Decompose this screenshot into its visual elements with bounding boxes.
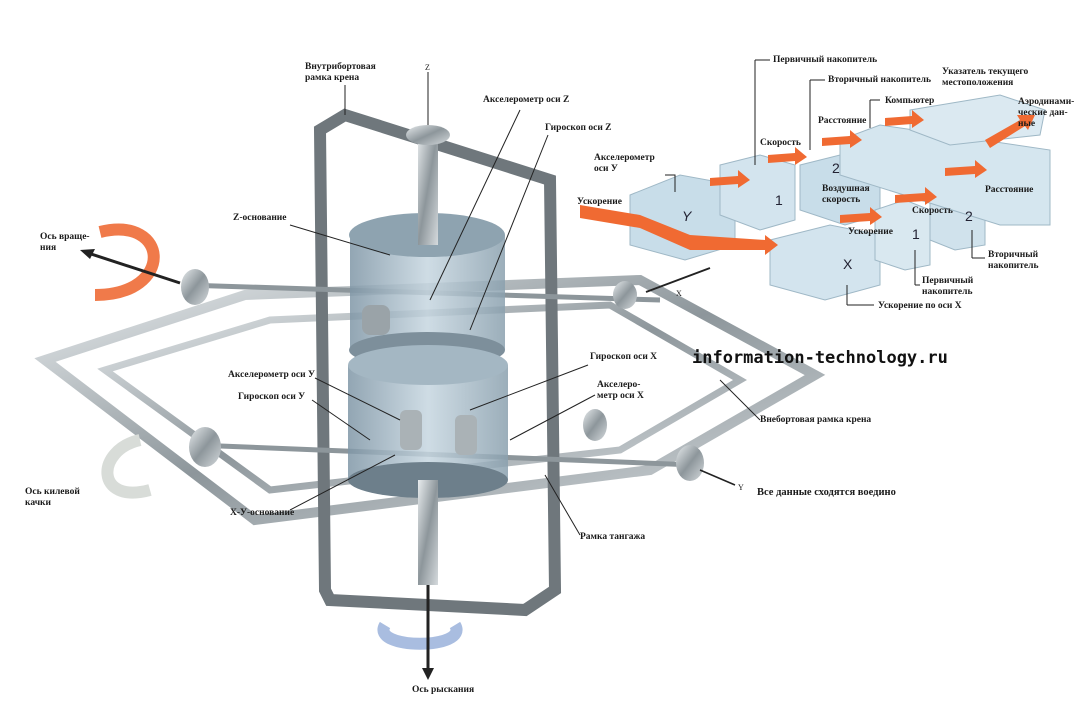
label-acceleration-left: Ускорение xyxy=(577,197,622,207)
label-inner-roll-frame: Внутрибортовая рамка крена xyxy=(305,62,376,83)
rotation-arrow-icon xyxy=(94,223,160,301)
box-mark-2a: 2 xyxy=(832,160,840,176)
bearing xyxy=(676,445,704,481)
box-mark-2b: 2 xyxy=(965,208,973,224)
label-outer-roll-frame: Внебортовая рамка крена xyxy=(760,415,872,425)
label-secondary-integrator-top: Вторичный накопитель xyxy=(828,75,931,85)
label-speed-top: Скорость xyxy=(760,138,801,148)
label-yaw-axis: Ось рыскания xyxy=(412,685,475,695)
label-all-data: Все данные сходятся воедино xyxy=(757,487,896,498)
label-gyro-z: Гироскоп оси Z xyxy=(545,123,612,133)
pitch-rotation-arrow-icon xyxy=(101,434,152,499)
label-distance-top: Расстояние xyxy=(818,116,867,126)
z-shaft xyxy=(418,130,438,245)
label-flow-accel-y: Акселерометр оси У xyxy=(594,153,655,174)
label-position-indicator: Указатель текущего местоположения xyxy=(942,67,1029,88)
label-airspeed: Воздушная скорость xyxy=(822,184,870,205)
label-speed-right: Скорость xyxy=(912,206,953,216)
label-primary-integrator-bottom: Первичный накопитель xyxy=(922,276,974,297)
label-computer: Компьютер xyxy=(885,96,935,106)
label-accel-x-axis: Ускорение по оси X xyxy=(878,301,962,311)
label-xy-base: X-У-основание xyxy=(230,508,295,518)
label-gyro-x: Гироскоп оси X xyxy=(590,352,658,362)
label-pitch-axis: Ось килевой качки xyxy=(25,487,80,508)
flow-diagram xyxy=(629,94,1051,301)
label-accel-z: Акселерометр оси Z xyxy=(483,95,570,105)
bearing xyxy=(583,409,607,441)
label-acceleration-mid: Ускорение xyxy=(848,227,893,237)
bearing xyxy=(189,427,221,467)
label-distance-right: Расстояние xyxy=(985,185,1034,195)
label-y-axis: Y xyxy=(738,483,744,492)
watermark: information-technology.ru xyxy=(692,348,948,368)
label-rotation-axis: Ось враще-ния xyxy=(40,232,90,253)
label-pitch-frame: Рамка тангажа xyxy=(580,532,646,542)
box-mark-1a: 1 xyxy=(775,192,783,208)
label-accel-y: Акселерометр оси У xyxy=(228,370,315,380)
label-x-axis: X xyxy=(676,289,682,298)
inner-roll-frame xyxy=(313,108,562,617)
bearing xyxy=(181,269,209,305)
label-z-base: Z-основание xyxy=(233,213,287,223)
label-accel-x: Акселеро-метр оси X xyxy=(597,380,644,401)
outer-roll-frame xyxy=(34,274,826,526)
yaw-rotation-arrow-icon xyxy=(377,621,463,650)
box-mark-y: Y xyxy=(682,208,692,224)
xy-base-cylinder xyxy=(348,345,508,498)
z-shaft-lower xyxy=(418,480,438,585)
box-mark-1b: 1 xyxy=(912,226,920,242)
label-primary-integrator-top: Первичный накопитель xyxy=(773,55,878,65)
bearing xyxy=(613,281,637,309)
label-gyro-y: Гироскоп оси У xyxy=(238,392,306,402)
signal-arrows xyxy=(580,110,1035,255)
label-aero-data: Аэродинами-ческие дан-ные xyxy=(1018,97,1075,129)
label-secondary-integrator-bottom: Вторичный накопитель xyxy=(988,250,1039,271)
label-z-axis: Z xyxy=(425,63,430,72)
box-mark-x: X xyxy=(843,256,853,272)
